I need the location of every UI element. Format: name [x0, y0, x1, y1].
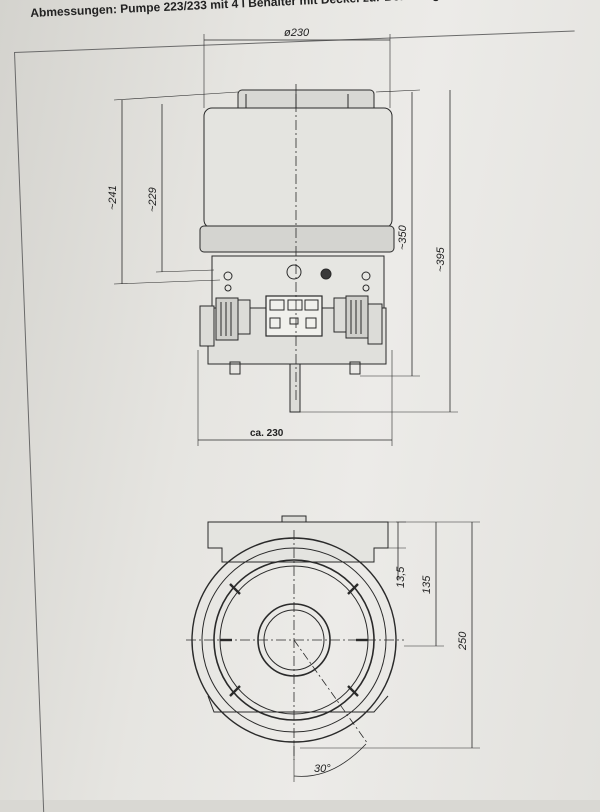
- control-panel: [265, 295, 323, 337]
- dim-395-label: ~395: [435, 246, 447, 272]
- top-view: [186, 515, 480, 782]
- dim-250-label: 250: [457, 631, 469, 651]
- dim-13-5-label: 13,5: [395, 566, 407, 588]
- pump-element-right: [345, 295, 369, 339]
- dim-241-label: ~241: [107, 185, 119, 210]
- dim-angle-label: 30°: [314, 763, 331, 775]
- pump-element-left: [215, 297, 239, 341]
- outlet-pipe: [289, 363, 301, 413]
- mounting-plate: [207, 521, 389, 563]
- dim-width-label: ca. 230: [250, 428, 284, 439]
- dim-135-label: 135: [421, 575, 433, 594]
- dim-350-label: ~350: [397, 224, 409, 250]
- filler-fitting: [286, 264, 302, 280]
- dim-229-label: ~229: [147, 187, 159, 212]
- reservoir: [203, 107, 393, 229]
- reservoir-base: [199, 225, 395, 253]
- front-view: [113, 34, 458, 446]
- dim-diameter-label: ø230: [284, 27, 310, 39]
